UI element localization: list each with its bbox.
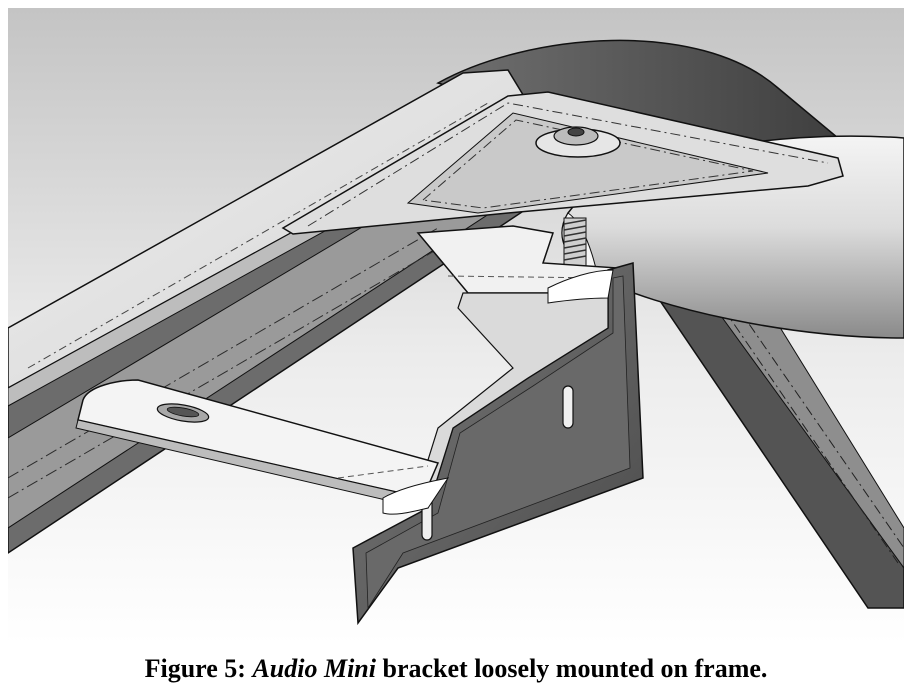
plate-slot-upper: [562, 385, 574, 429]
cad-render: [8, 8, 904, 644]
caption-text: bracket loosely mounted on frame.: [382, 654, 768, 683]
caption-label: Figure 5:: [144, 654, 246, 683]
caption-product-name: Audio Mini: [252, 654, 376, 683]
gusset-raised-face: [406, 112, 769, 214]
frame-rail-top: [8, 69, 530, 389]
figure-caption: Figure 5: Audio Mini bracket loosely mou…: [0, 652, 912, 686]
threaded-stud: [563, 217, 587, 269]
